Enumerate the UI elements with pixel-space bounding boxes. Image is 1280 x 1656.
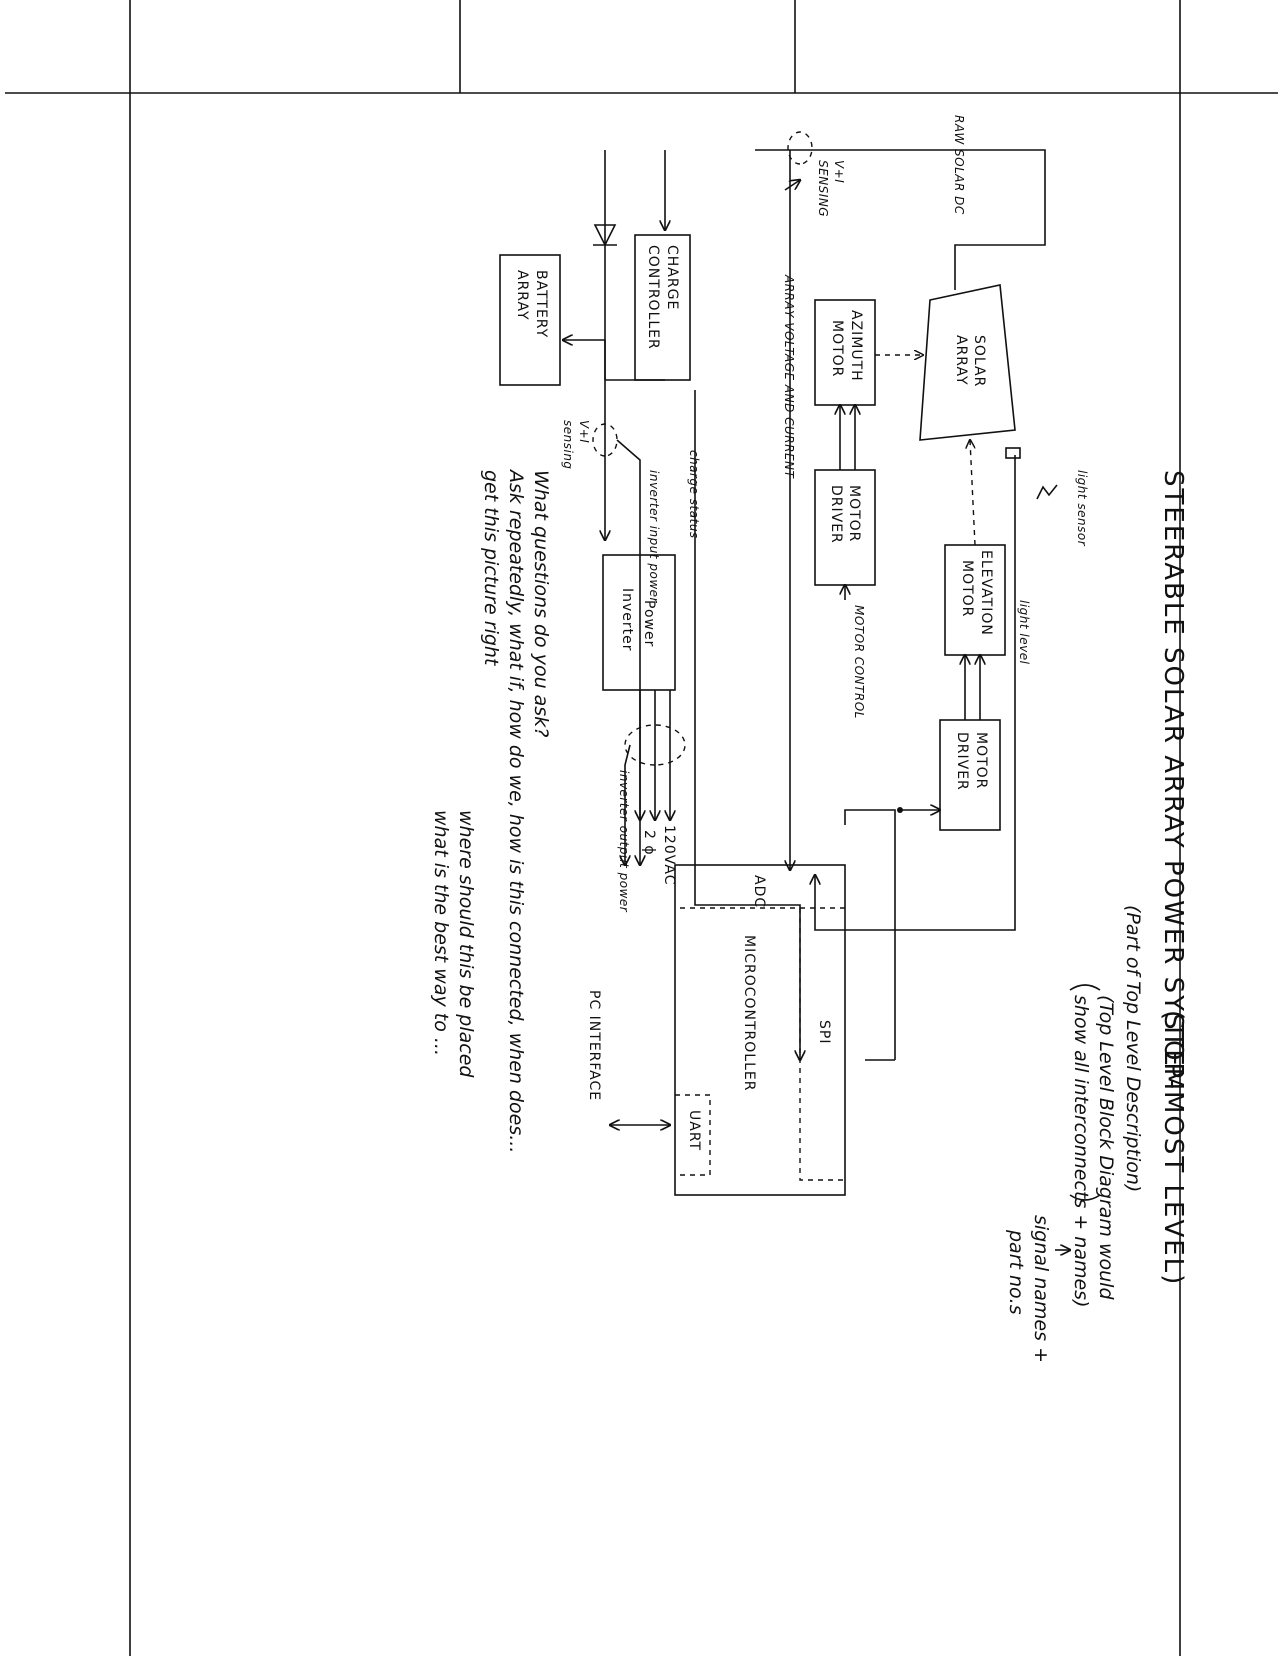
inverter-label-2: Inverter	[619, 588, 635, 652]
question-line-2: Ask repeatedly, what if, how do we, how …	[505, 468, 527, 1153]
light-level-wire	[815, 455, 1016, 931]
vi-sensing-1-arrow	[784, 180, 800, 191]
charge-label-1: CHARGE	[664, 245, 680, 310]
vi-sensing-2-a: V+I	[577, 420, 591, 443]
power-inverter-block	[602, 554, 676, 691]
vi-sense-ring-2	[592, 423, 618, 457]
elevation-label-1: ELEVATION	[978, 550, 994, 636]
spi-region	[799, 908, 845, 1181]
motor-control-label: MOTOR CONTROL	[852, 605, 866, 719]
inverter-label-1: Power	[641, 600, 657, 647]
note-line-4: part no.s	[1005, 1229, 1027, 1315]
driver1-label-1: MOTOR	[846, 485, 862, 542]
question-line-1: What questions do you ask?	[530, 470, 552, 737]
solar-array-label-1: SOLAR	[971, 335, 987, 387]
inverter-output-wire	[625, 744, 631, 865]
array-vi-label: ARRAY VOLTAGE AND CURRENT	[782, 274, 796, 480]
inverter-output-label: inverter output power	[617, 770, 631, 913]
spi-label: SPI	[816, 1020, 832, 1044]
vi-sensing-2-b: sensing	[561, 420, 575, 470]
uart-label: UART	[686, 1110, 702, 1151]
vi-sense-ring-3	[624, 724, 686, 766]
diagram-subtitle: (TOP-MOST LEVEL)	[1158, 1010, 1188, 1286]
raw-solar-dc-wire	[755, 149, 1046, 290]
motor-driver-2-block	[939, 719, 1001, 831]
pc-interface-label: PC INTERFACE	[586, 990, 602, 1101]
vi-sensing-1-a: V+I	[832, 160, 846, 183]
vi-sensing-1-b: SENSING	[816, 160, 830, 217]
note-line-2: show all interconnects + names)	[1070, 995, 1092, 1308]
vi-sense-ring-1	[787, 131, 813, 165]
charge-status-label: charge status	[687, 450, 701, 539]
battery-label-1: BATTERY	[533, 270, 549, 338]
light-sensor	[1005, 447, 1021, 459]
driver2-label-1: MOTOR	[973, 732, 989, 789]
motor-driver-1-block	[814, 469, 876, 586]
raw-solar-dc-label: RAW SOLAR DC	[952, 115, 966, 215]
charge-controller-block	[634, 234, 691, 381]
question-line-5: what is the best way to ...	[430, 810, 452, 1056]
charge-label-2: CONTROLLER	[645, 245, 661, 350]
light-sensor-squiggle	[1036, 484, 1058, 500]
note-bracket-right	[1069, 1194, 1101, 1201]
light-level-label: light level	[1017, 600, 1031, 665]
uart-region	[675, 1094, 711, 1176]
solar-array-block	[919, 284, 1016, 441]
elevation-to-array	[970, 440, 976, 546]
elevation-label-2: MOTOR	[959, 560, 975, 617]
ac-out-label-1: 120VAC	[661, 825, 677, 886]
question-line-4: where should this be placed	[455, 810, 477, 1078]
microcontroller-block	[674, 864, 846, 1196]
battery-label-2: ARRAY	[514, 270, 530, 321]
azimuth-label-2: MOTOR	[829, 320, 845, 377]
solar-array-label-2: ARRAY	[953, 335, 969, 386]
diagram-title: STEERABLE SOLAR ARRAY POWER SYSTEM	[1158, 470, 1188, 1092]
diagram-subtitle-2: (Part of Top Level Description)	[1122, 905, 1144, 1192]
motor-control-bus	[844, 809, 896, 1060]
note-line-1: (Top Level Block Diagram would	[1095, 995, 1117, 1300]
inverter-input-label: inverter input power	[647, 470, 661, 604]
ac-out-label-2: 2 ϕ	[641, 830, 657, 856]
micro-label: MICROCONTROLLER	[741, 935, 757, 1091]
page-frame	[5, 0, 1278, 1656]
note-bracket-left	[1069, 984, 1101, 991]
question-line-3: get this picture right	[480, 470, 502, 667]
battery-array-block	[499, 254, 561, 386]
driver1-label-2: DRIVER	[828, 485, 844, 544]
adc-label: ADC	[751, 875, 767, 908]
diode	[593, 224, 617, 247]
driver2-label-2: DRIVER	[954, 732, 970, 791]
azimuth-label-1: AZIMUTH	[848, 310, 864, 382]
note-line-3: signal names +	[1030, 1215, 1052, 1363]
light-sensor-label: light sensor	[1075, 470, 1089, 547]
